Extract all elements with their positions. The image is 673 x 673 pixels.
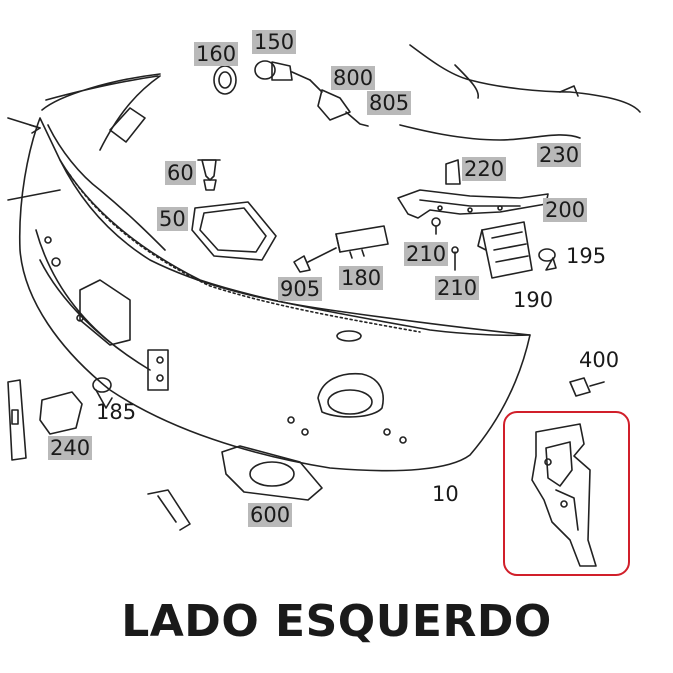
callout-50: 50 (157, 207, 188, 231)
part-180-module (335, 225, 389, 259)
part-160-ring (213, 65, 237, 95)
side-title: LADO ESQUERDO (121, 596, 552, 647)
callout-210-upper: 210 (404, 242, 449, 266)
part-800-connector (309, 79, 369, 127)
callout-180: 180 (339, 266, 384, 290)
callout-905: 905 (278, 277, 323, 301)
callout-240: 240 (48, 436, 93, 460)
part-400-clip (569, 377, 605, 397)
callout-185: 185 (96, 400, 137, 424)
part-240-cover (39, 391, 83, 435)
part-190-module (477, 221, 533, 279)
part-60-clip (197, 159, 221, 191)
part-50-frame (191, 201, 277, 261)
callout-800: 800 (331, 66, 376, 90)
callout-805: 805 (367, 91, 412, 115)
part-185-bolt (92, 377, 113, 409)
highlighted-bracket-part (531, 423, 597, 567)
callout-190: 190 (513, 288, 554, 312)
callout-60: 60 (165, 161, 196, 185)
callout-210-lower: 210 (435, 276, 480, 300)
callout-160: 160 (194, 42, 239, 66)
highlight-box (503, 411, 630, 576)
callout-220: 220 (462, 157, 507, 181)
callout-400: 400 (579, 348, 620, 372)
part-220-cap (445, 159, 461, 185)
callout-10: 10 (432, 482, 459, 506)
lower-fragment (147, 489, 191, 531)
part-195-bolt (538, 248, 557, 271)
part-230-harness (399, 44, 641, 141)
part-200-bracket (397, 189, 549, 219)
part-600-grille (221, 445, 323, 501)
bumper-cover (7, 73, 531, 472)
callout-600: 600 (248, 503, 293, 527)
callout-200: 200 (543, 198, 588, 222)
part-905-connector (293, 247, 337, 273)
part-150-sensor (254, 60, 311, 81)
callout-230: 230 (537, 143, 582, 167)
callout-195: 195 (566, 244, 607, 268)
callout-150: 150 (252, 30, 297, 54)
part-210-screws (431, 217, 459, 271)
license-plate-bracket (7, 379, 27, 461)
